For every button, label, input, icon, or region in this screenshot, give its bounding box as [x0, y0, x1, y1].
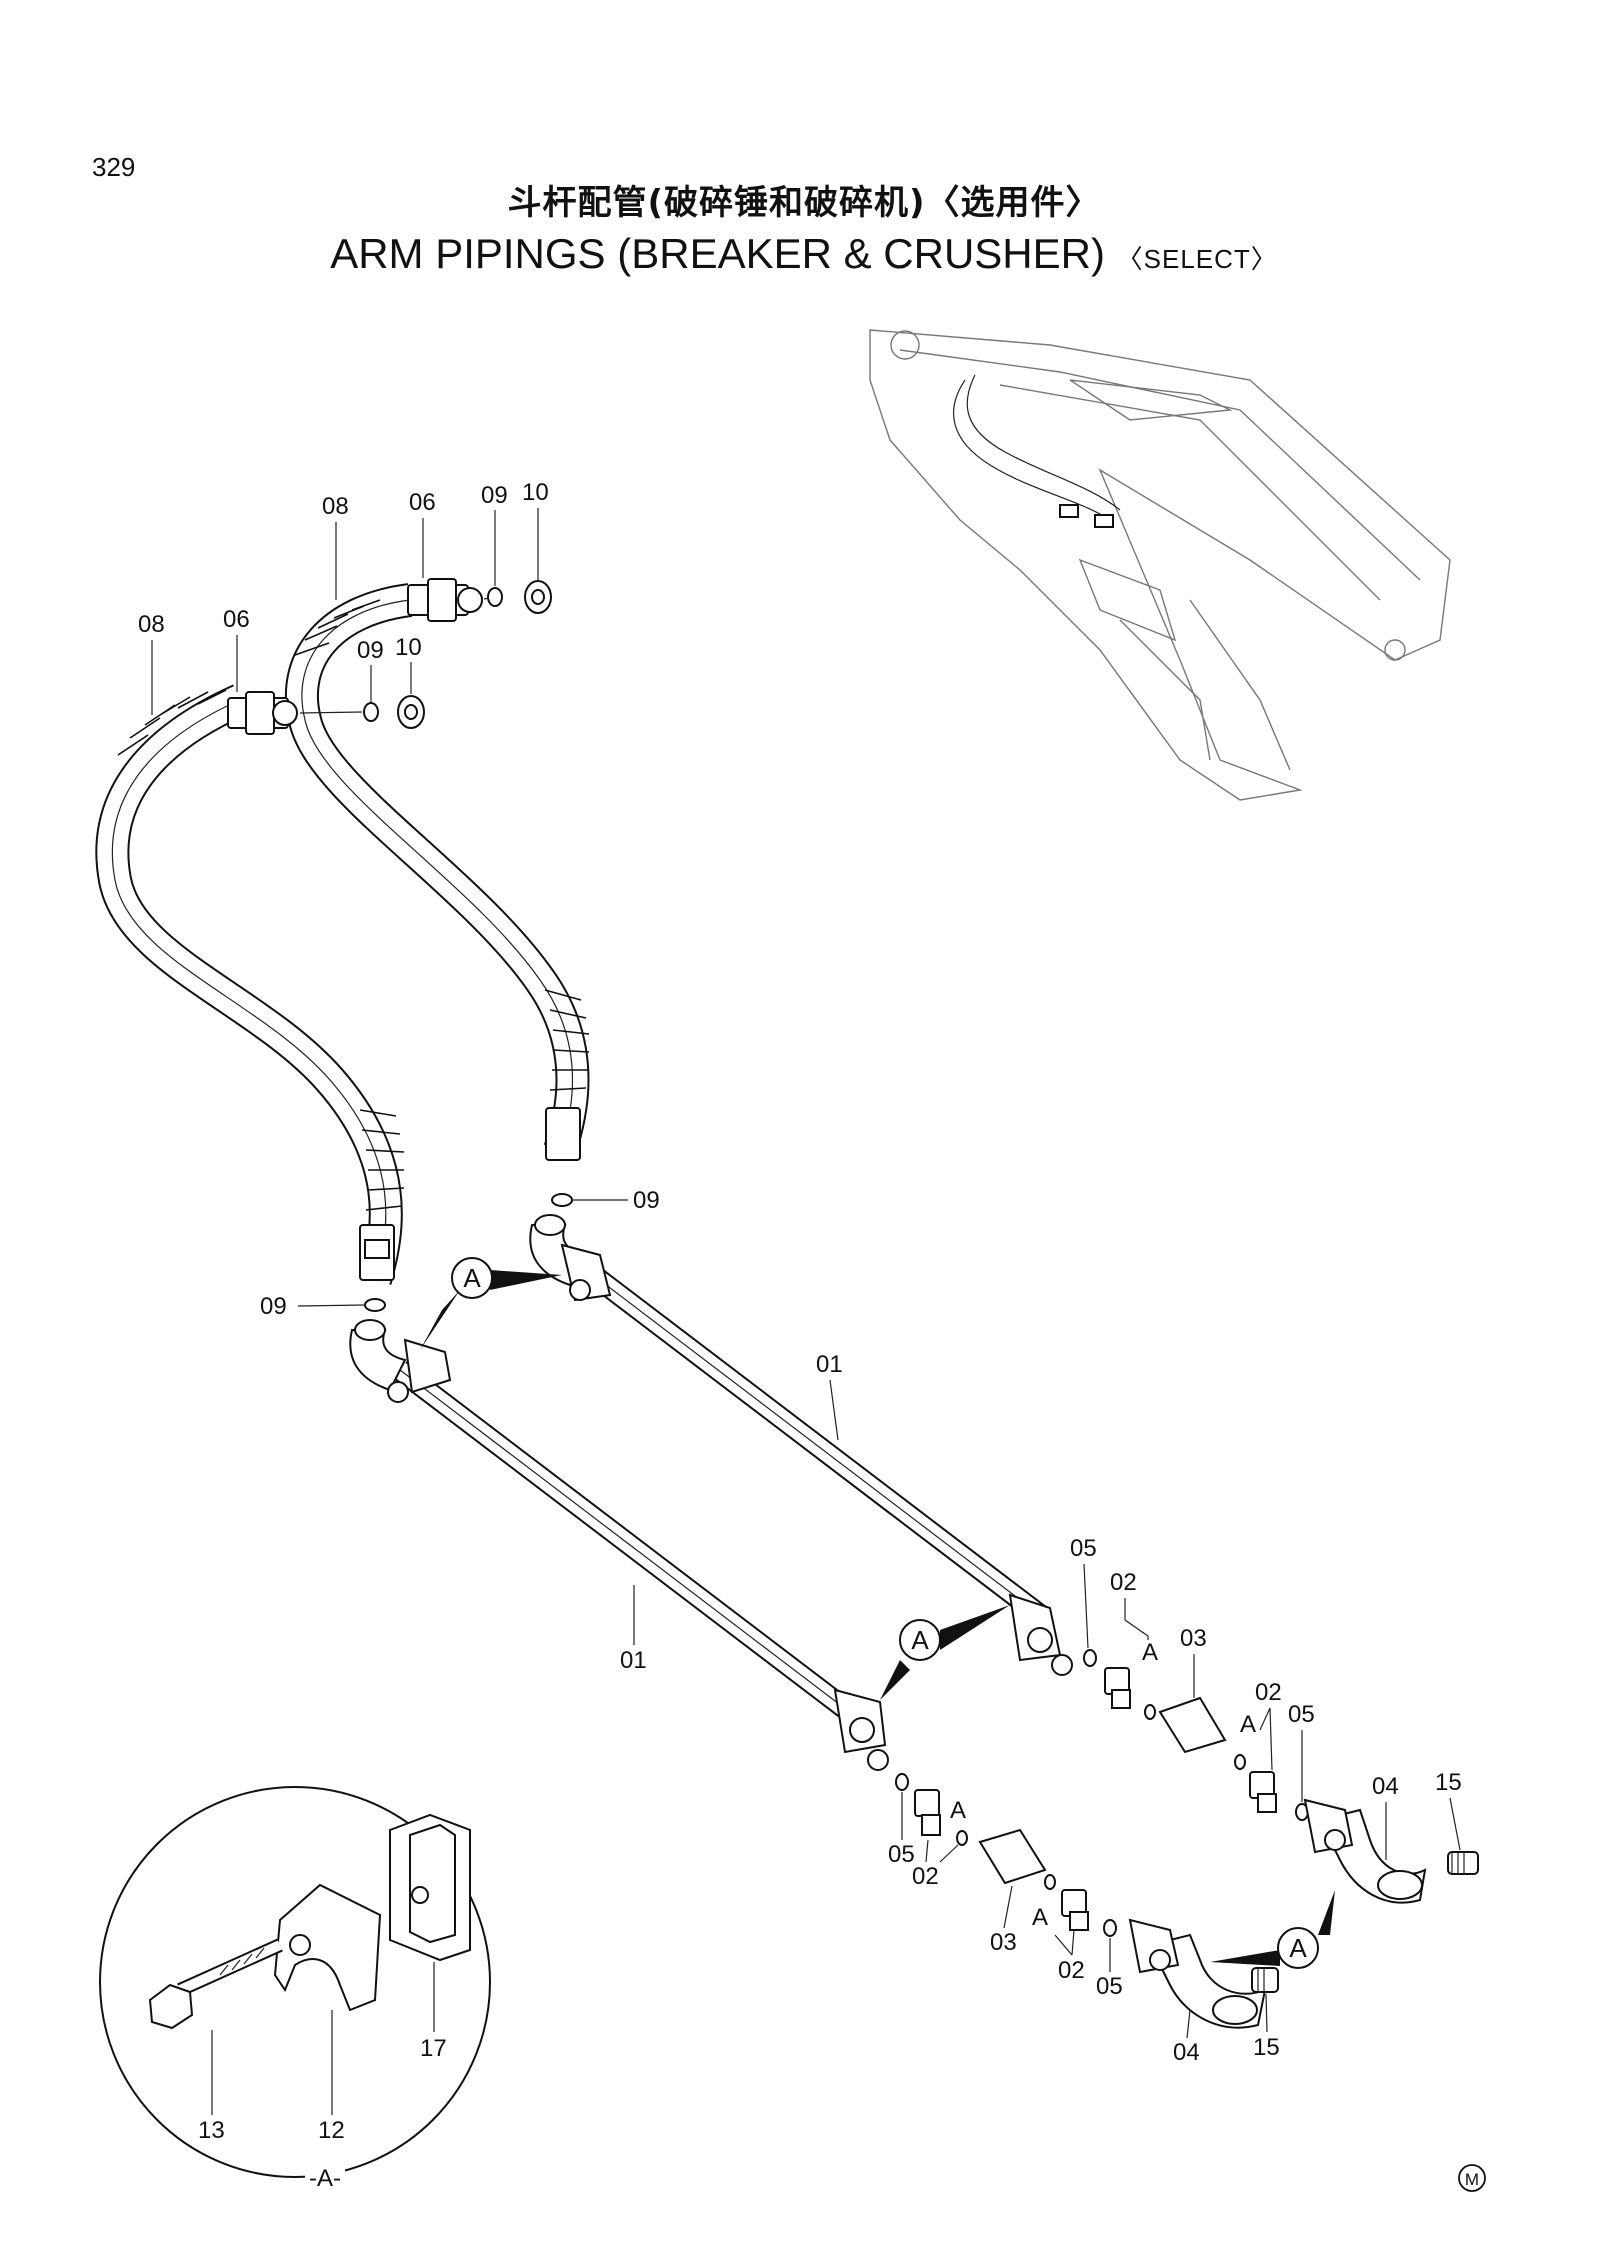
label-06-right: 06 [409, 489, 436, 516]
m-mark: M [1458, 2164, 1486, 2192]
fittings-lower-chain [895, 1649, 1309, 1937]
label-06-left: 06 [223, 606, 250, 633]
label-05-front: 05 [888, 1841, 915, 1868]
o-rings-and-washers-top [299, 580, 552, 729]
pipe-start-elbow-front [349, 1319, 452, 1403]
hose-assembly-08-right [284, 583, 590, 1161]
callout-a-letter-1: A [463, 1263, 481, 1293]
hose-assembly-08-left [95, 684, 405, 1285]
label-02-rear-mid: 02 [1255, 1679, 1282, 1706]
ref-letter-a-6: A [950, 1797, 966, 1824]
ref-letter-a-5: A [1240, 1711, 1256, 1738]
label-09-right-hose: 09 [633, 1187, 660, 1214]
label-03-front: 03 [990, 1929, 1017, 1956]
label-08-right: 08 [322, 493, 349, 520]
plugs-15 [1251, 1851, 1479, 1993]
detail-view-a: 13 12 17 -A- [99, 1786, 491, 2192]
o-rings-09-bottom [297, 1193, 628, 1312]
pipe-start-elbow-rear [529, 1214, 612, 1302]
label-15-rear: 15 [1435, 1769, 1462, 1796]
label-04-rear: 04 [1372, 1773, 1399, 1800]
pipe-end-clamp-front [833, 1688, 889, 1771]
fitting-06-left [227, 691, 298, 735]
label-05-rear-mid: 05 [1288, 1701, 1315, 1728]
callout-a-group: A A A A A A A [420, 1257, 1335, 1969]
label-08-left: 08 [138, 611, 165, 638]
label-01-front: 01 [620, 1647, 647, 1674]
title-english-suffix: 〈SELECT〉 [1116, 244, 1278, 274]
label-10-top-right: 10 [522, 479, 549, 506]
callout-a-circle-1 [451, 1257, 493, 1299]
label-02-rear-top: 02 [1110, 1569, 1137, 1596]
label-09-left-hose: 09 [260, 1293, 287, 1320]
ref-letter-a-4: A [1142, 1639, 1158, 1666]
title-english-main: ARM PIPINGS (BREAKER & CRUSHER) [330, 230, 1105, 277]
part-number-labels: 08 06 09 10 08 06 09 10 09 09 01 01 05 0… [138, 479, 1462, 2066]
label-05-rear-top: 05 [1070, 1535, 1097, 1562]
callout-a-letter-3: A [1289, 1933, 1307, 1963]
pipe-01-rear [573, 1256, 1047, 1624]
label-12: 12 [318, 2117, 345, 2144]
callout-a-letter-2: A [911, 1625, 929, 1655]
label-09-top-left: 09 [357, 637, 384, 664]
label-04-front: 04 [1173, 2039, 1200, 2066]
pipe-end-clamp-rear [1008, 1593, 1073, 1676]
detail-view-label: -A- [309, 2165, 341, 2192]
elbow-04-rear [1303, 1798, 1427, 1904]
label-09-top-right: 09 [481, 482, 508, 509]
arm-overview-illustration [869, 329, 1451, 801]
title-chinese: 斗杆配管(破碎锤和破碎机)〈选用件〉 [507, 183, 1101, 223]
label-01-rear: 01 [816, 1351, 843, 1378]
label-13: 13 [198, 2117, 225, 2144]
label-15-front: 15 [1253, 2034, 1280, 2061]
label-02-front: 02 [912, 1863, 939, 1890]
elbow-04-front [1128, 1918, 1267, 2029]
ref-letter-a-7: A [1032, 1904, 1048, 1931]
title-english: ARM PIPINGS (BREAKER & CRUSHER) 〈SELECT〉 [0, 230, 1608, 278]
label-02-front-lower: 02 [1058, 1957, 1085, 1984]
label-03-rear: 03 [1180, 1625, 1207, 1652]
m-mark-letter: M [1465, 2170, 1479, 2189]
label-05-front-lower: 05 [1096, 1973, 1123, 2000]
pipe-01-front [393, 1361, 867, 1729]
label-10-top-left: 10 [395, 634, 422, 661]
label-17: 17 [420, 2035, 447, 2062]
callout-a-circle-2 [899, 1619, 941, 1661]
callout-a-circle-3 [1277, 1927, 1319, 1969]
fitting-06-right [407, 578, 483, 622]
page-number: 329 [92, 152, 136, 182]
